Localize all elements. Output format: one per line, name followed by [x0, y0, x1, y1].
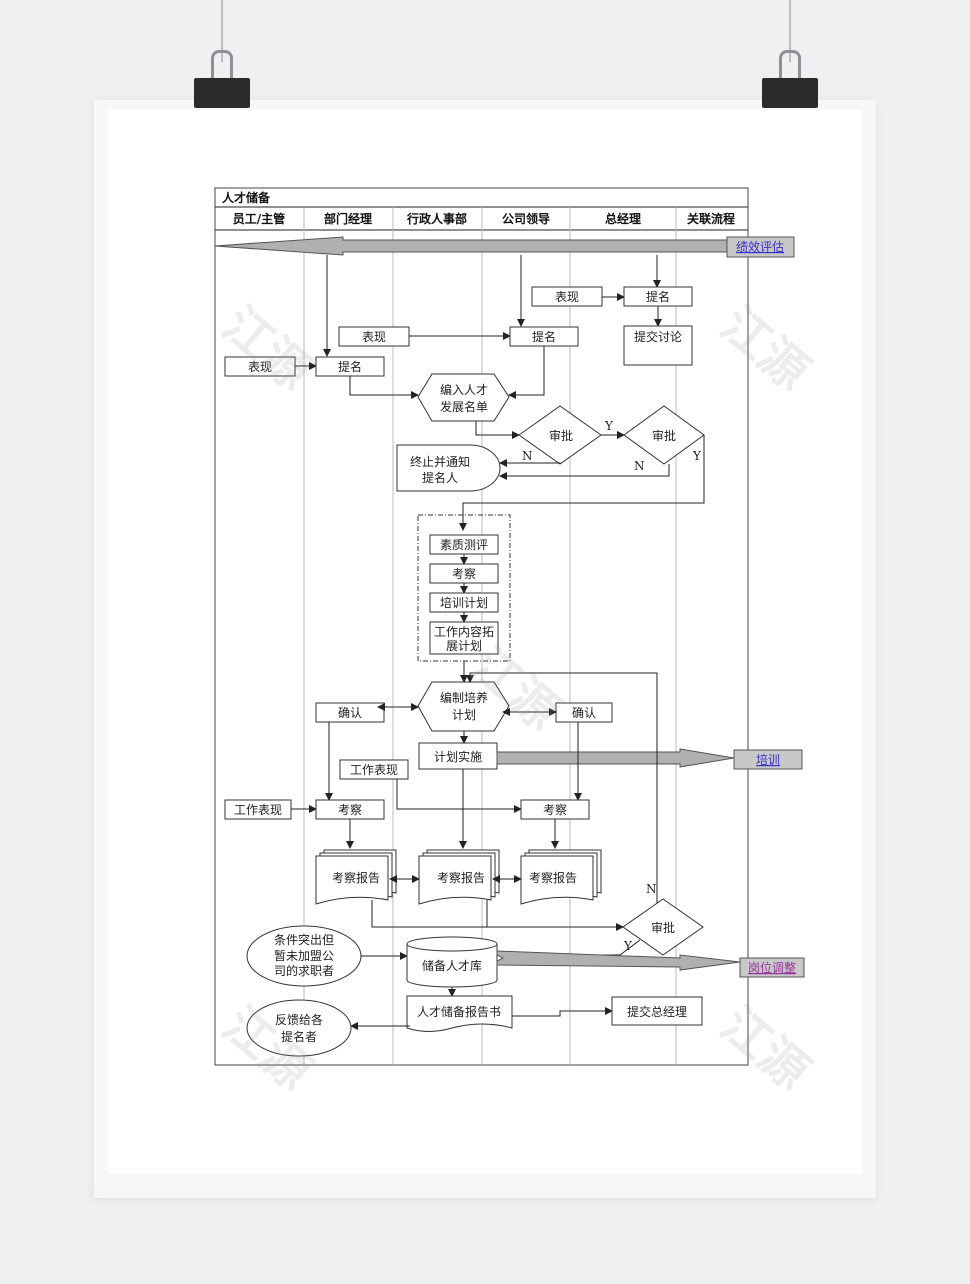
quality-test-label: 素质测评 [440, 538, 488, 552]
post-adjust-link[interactable]: 岗位调整 [748, 960, 796, 975]
no-flag-1: N [522, 449, 533, 463]
talent-list-hexagon [417, 373, 510, 422]
develop-plan-hexagon [417, 681, 510, 732]
report-stack-hr [418, 849, 500, 905]
candidates-line1: 条件突出但 [274, 932, 334, 947]
edge-leader-to-list [508, 346, 545, 399]
lane-related-process: 关联流程 [687, 211, 735, 226]
report-label-hr: 考察报告 [437, 870, 485, 885]
job-expand-box [429, 621, 499, 655]
edge-approve2-no [499, 464, 670, 480]
submit-discussion-label: 提交讨论 [634, 329, 682, 344]
perf-label-gm: 表现 [555, 290, 579, 304]
nominate-label-dept: 提名 [338, 359, 362, 374]
report-book-doc [406, 995, 513, 1032]
submit-discussion-box [623, 325, 693, 366]
feedback-line1: 反馈给各 [275, 1012, 323, 1027]
approve-diamond-final [622, 898, 704, 956]
report-stack-leader [520, 849, 602, 905]
nominate-label-leader: 提名 [532, 329, 556, 344]
feedback-ellipse [246, 999, 352, 1057]
post-adjust-box[interactable] [739, 957, 805, 978]
implement-label: 计划实施 [434, 749, 482, 764]
lane-general-manager: 总经理 [605, 211, 641, 226]
edge-approve2-yes [459, 435, 705, 531]
approve-label-gm: 审批 [652, 428, 676, 443]
perf-label-dept: 表现 [248, 360, 272, 374]
talent-list-line2: 发展名单 [440, 399, 488, 414]
perf-label-leader: 表现 [362, 330, 386, 344]
yes-flag-2: Y [692, 449, 702, 463]
terminate-line1: 终止并通知 [410, 454, 470, 469]
work-perf-label-hr: 工作表现 [350, 763, 398, 777]
edge-approve3-no-loop [466, 672, 658, 905]
no-flag-2: N [634, 459, 645, 473]
confirm-label-dept: 确认 [338, 706, 362, 720]
train-link[interactable]: 培训 [756, 752, 780, 767]
edge-report-dept-approve [371, 900, 623, 928]
edge-list-to-approve1 [475, 421, 520, 439]
inspect-label-leader: 考察 [543, 803, 567, 817]
feedback-line2: 提名者 [281, 1029, 317, 1044]
report-book-label: 人才储备报告书 [417, 1004, 501, 1019]
job-expand-line1: 工作内容拓 [434, 624, 494, 639]
develop-plan-line1: 编制培养 [440, 690, 488, 705]
work-perf-box-hr [339, 759, 409, 780]
report-label-dept: 考察报告 [332, 870, 380, 885]
edge-dept-to-list [349, 376, 419, 399]
yes-flag-3: Y [623, 939, 633, 953]
report-label-leader: 考察报告 [529, 870, 577, 885]
lane-employee: 员工/主管 [233, 211, 285, 226]
binder-clip-loop-left [211, 50, 233, 83]
binder-clip-right [762, 78, 818, 108]
hanging-wire-left [221, 0, 223, 62]
perf-eval-link[interactable]: 绩效评估 [736, 239, 784, 254]
inspect-label-dept: 考察 [338, 803, 362, 817]
lane-hr-admin: 行政人事部 [406, 211, 467, 226]
confirm-box-dept [315, 702, 385, 723]
lane-company-leader: 公司领导 [502, 211, 550, 226]
nominate-label-gm: 提名 [646, 289, 670, 304]
edge-book-to-gm [512, 1007, 613, 1017]
report-stack-dept [315, 849, 397, 905]
yes-flag-1: Y [604, 419, 614, 433]
perf-flow-arrow [214, 236, 728, 256]
work-perf-label-emp: 工作表现 [234, 803, 282, 817]
submit-gm-label: 提交总经理 [627, 1004, 687, 1019]
implement-box [418, 742, 498, 770]
inspect-label-group: 考察 [452, 567, 476, 581]
confirm-label-leader: 确认 [572, 706, 596, 720]
approve-label-final: 审批 [651, 920, 675, 935]
chart-title: 人才储备 [222, 190, 271, 205]
edge-approve1-no [499, 459, 561, 467]
hanging-wire-right [789, 0, 791, 62]
perf-eval-box[interactable] [726, 236, 795, 258]
candidates-line2: 暂未加盟公 [274, 949, 334, 963]
no-flag-3: N [646, 882, 657, 896]
binder-clip-loop-right [779, 50, 801, 83]
talent-pool-cylinder [406, 936, 498, 988]
terminate-notify-shape [396, 444, 501, 492]
train-box[interactable] [733, 749, 803, 770]
edge-workperf-to-inspect-leader [396, 779, 522, 813]
talent-pool-label: 储备人才库 [422, 958, 482, 973]
submit-gm-box [611, 996, 703, 1026]
training-plan-label: 培训计划 [440, 595, 488, 610]
train-flow-arrow [496, 748, 735, 768]
binder-clip-left [194, 78, 250, 108]
develop-plan-line2: 计划 [452, 708, 476, 722]
post-flow-arrow [496, 950, 741, 971]
job-expand-line2: 展计划 [446, 639, 482, 653]
terminate-line2: 提名人 [422, 470, 458, 485]
approve-label-leader: 审批 [549, 428, 573, 443]
candidates-line3: 司的求职者 [274, 963, 334, 978]
talent-list-line1: 编入人才 [440, 382, 488, 397]
lane-dept-manager: 部门经理 [324, 211, 372, 226]
